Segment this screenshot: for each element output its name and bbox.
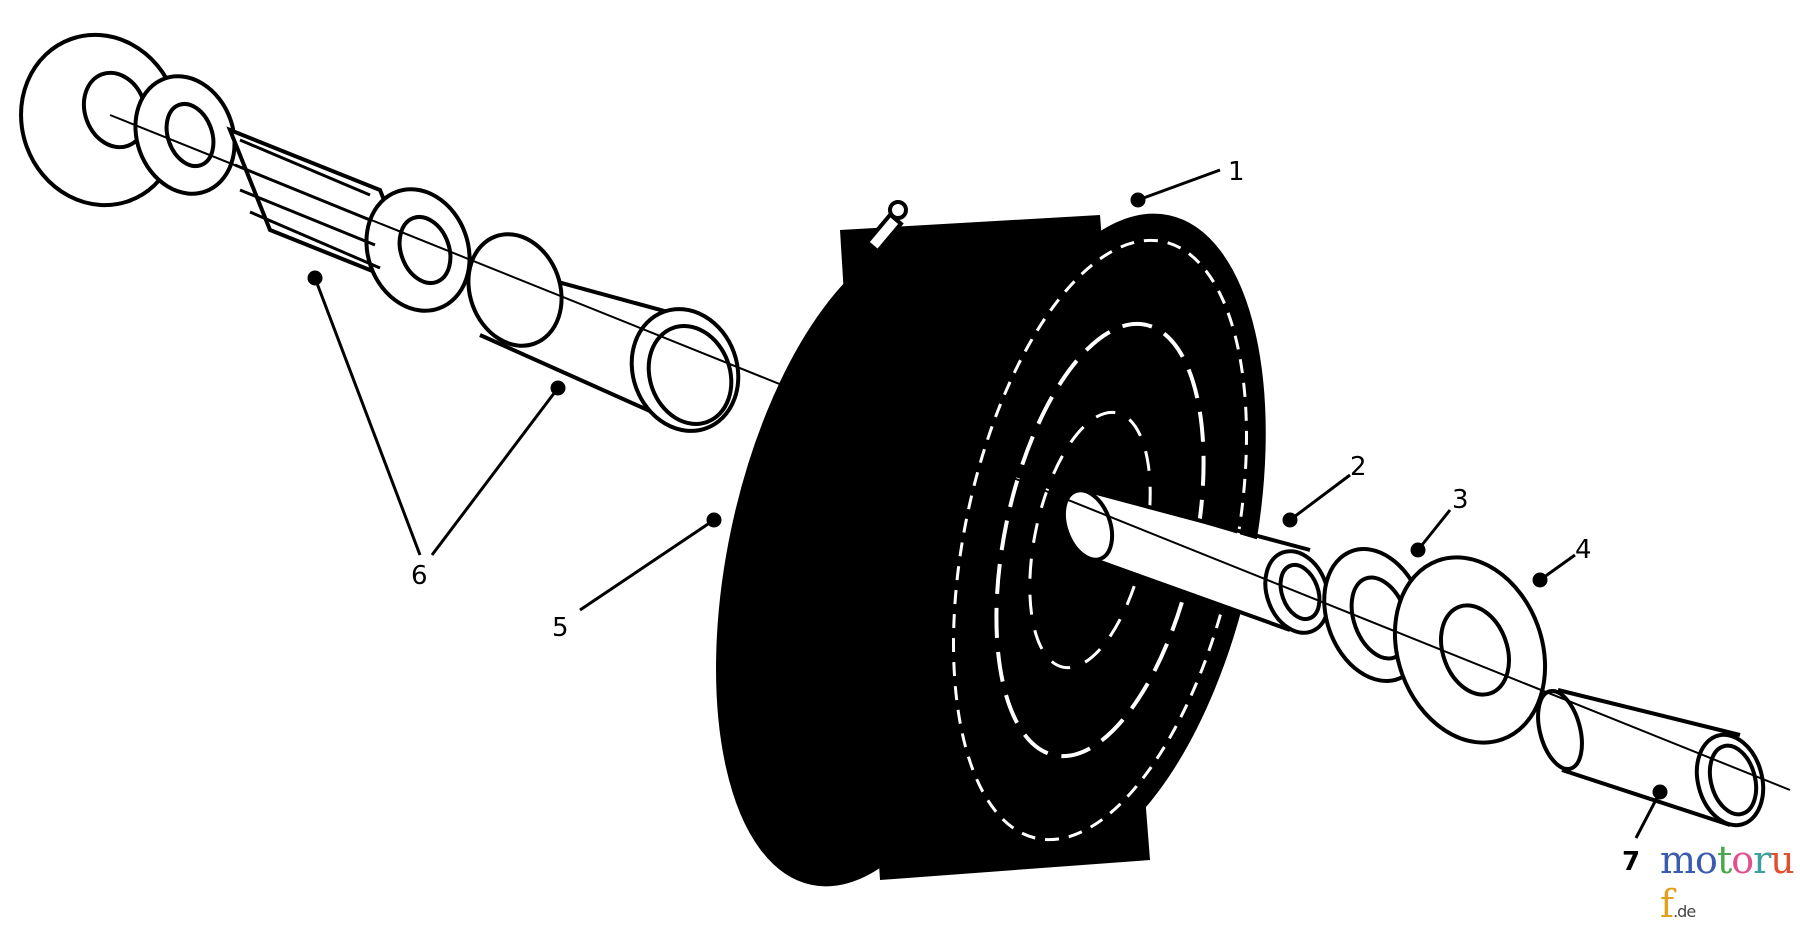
wm-letter: o bbox=[1695, 838, 1718, 882]
axis-line bbox=[109, 114, 1791, 791]
callout-1: 1 bbox=[1228, 157, 1245, 187]
wm-letter: m bbox=[1660, 838, 1696, 882]
exploded-parts-diagram: 1 2 3 4 5 6 7 bbox=[19, 32, 1791, 887]
seal-ring bbox=[133, 74, 237, 196]
callout-2: 2 bbox=[1350, 452, 1367, 482]
flat-washer bbox=[1392, 555, 1548, 745]
spacer-tube bbox=[1536, 688, 1766, 828]
callout-3: 3 bbox=[1452, 485, 1469, 515]
watermark-logo: motoru f.de bbox=[1660, 838, 1800, 926]
roller-bearing bbox=[226, 126, 472, 313]
grease-fitting bbox=[864, 200, 908, 255]
bearing-spacer bbox=[466, 232, 741, 433]
callout-6: 6 bbox=[411, 561, 428, 591]
callout-5: 5 bbox=[552, 613, 569, 643]
callout-4: 4 bbox=[1575, 535, 1592, 565]
wm-letter: u bbox=[1770, 838, 1795, 882]
wm-letter: o bbox=[1731, 838, 1754, 882]
wm-letter: t bbox=[1716, 838, 1732, 882]
wm-suffix: .de bbox=[1673, 902, 1696, 921]
callout-7: 7 bbox=[1622, 847, 1640, 877]
wm-letter: f bbox=[1660, 882, 1674, 926]
wm-letter: r bbox=[1753, 838, 1771, 882]
